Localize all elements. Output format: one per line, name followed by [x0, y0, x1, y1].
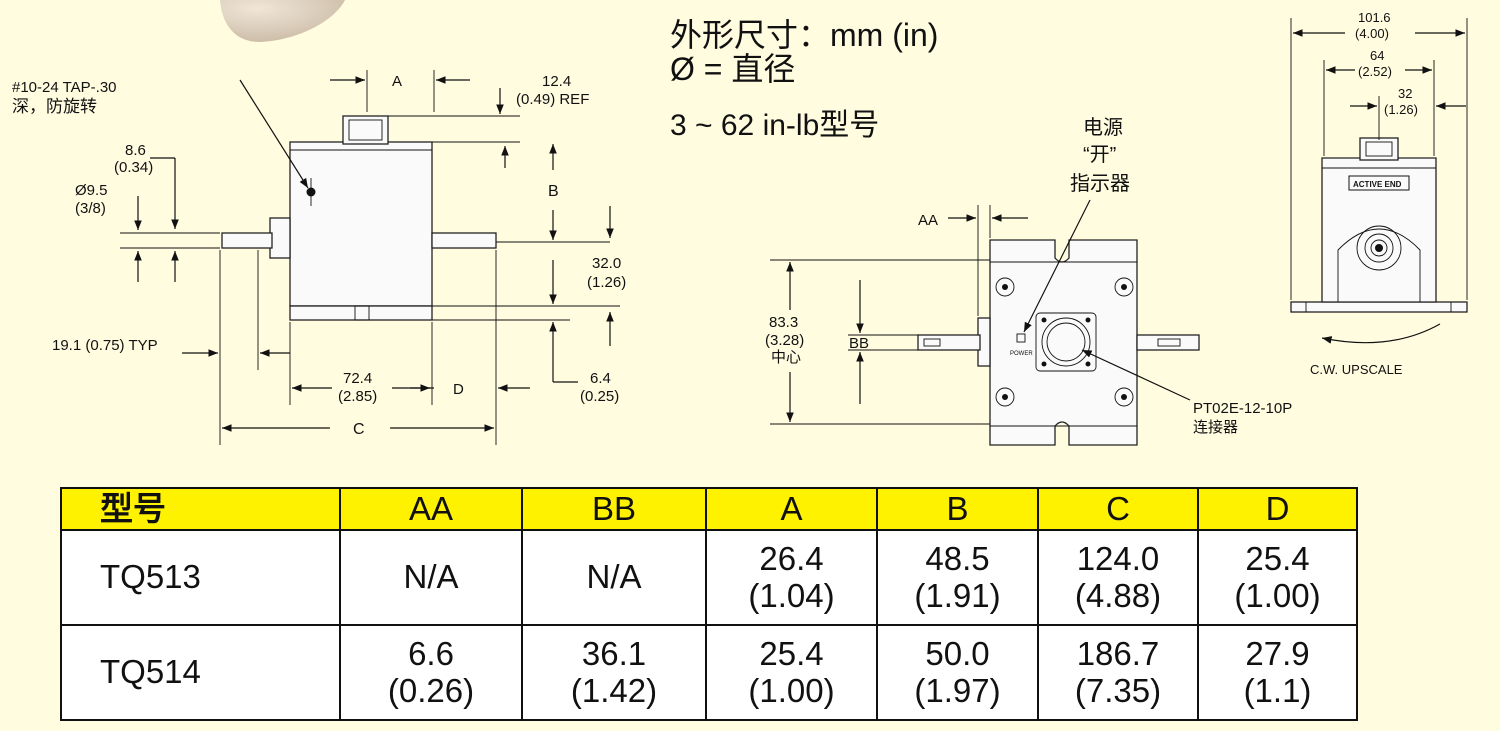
indicator-label: 电源 [1083, 116, 1123, 139]
indicator-label-type: 指示器 [1070, 172, 1130, 195]
active-end-label: ACTIVE END [1353, 180, 1402, 189]
table-cell: 48.5(1.91) [876, 529, 1039, 626]
model-cell: TQ513 [60, 529, 341, 626]
dim-86: 8.6 [125, 142, 146, 159]
indicator-label-on: “开” [1083, 144, 1116, 166]
dim-724-in: (2.85) [338, 388, 377, 405]
dim-724: 72.4 [343, 370, 372, 387]
dimension-table: 型号 AA BB A B C D TQ513 N/A N/A 26.4(1.04… [60, 487, 1358, 721]
dim-1016: 101.6 [1358, 10, 1391, 25]
tap-note: #10-24 TAP-.30 [12, 79, 117, 96]
dim-32b: 32 [1398, 86, 1412, 101]
decorative-blob [220, 0, 345, 42]
power-led-icon [1016, 333, 1026, 343]
dim-64-in: (0.25) [580, 388, 619, 405]
dim-32-in: (1.26) [587, 274, 626, 291]
connector-icon [1035, 312, 1097, 372]
table-cell: N/A [339, 529, 523, 626]
side-view: #10-24 TAP-.30 深，防旋转 A 12.4 (0.49) REF 8… [12, 70, 626, 445]
diameter-heading: Ø = 直径 [670, 51, 795, 87]
connector-model: PT02E-12-10P [1193, 400, 1292, 417]
dim-833: 83.3 [769, 314, 798, 331]
dim-aa-label: AA [918, 212, 938, 229]
table-cell: 36.1(1.42) [521, 624, 707, 721]
table-cell: 186.7(7.35) [1037, 624, 1199, 721]
header-b: B [876, 487, 1039, 531]
table-cell: 27.9(1.1) [1197, 624, 1358, 721]
dim-diameter: Ø9.5 [75, 182, 108, 199]
power-label: POWER [1010, 351, 1033, 357]
units-heading: 外形尺寸：mm (in) [670, 17, 938, 53]
model-range-heading: 3 ~ 62 in-lb型号 [670, 109, 879, 142]
table-cell: 26.4(1.04) [705, 529, 878, 626]
tap-note-cn: 深，防旋转 [12, 97, 97, 116]
table-cell: 124.0(4.88) [1037, 529, 1199, 626]
dim-typ: 19.1 (0.75) TYP [52, 337, 158, 354]
dim-64b-in: (2.52) [1358, 64, 1392, 79]
dim-ref-in: (0.49) REF [516, 91, 589, 108]
table-cell: N/A [521, 529, 707, 626]
dim-64b: 64 [1370, 48, 1384, 63]
dim-64: 6.4 [590, 370, 611, 387]
connector-label: 连接器 [1193, 419, 1238, 436]
table-cell: 25.4(1.00) [705, 624, 878, 721]
header-d: D [1197, 487, 1358, 531]
dim-d-label: D [453, 381, 464, 398]
rotation-label: C.W. UPSCALE [1310, 362, 1403, 377]
table-cell: 50.0(1.97) [876, 624, 1039, 721]
dim-32b-in: (1.26) [1384, 102, 1418, 117]
table-cell: 6.6(0.26) [339, 624, 523, 721]
table-row: TQ514 6.6(0.26) 36.1(1.42) 25.4(1.00) 50… [60, 624, 1358, 721]
dim-bb-label: BB [849, 335, 869, 352]
dim-c-label: C [353, 421, 365, 438]
header-aa: AA [339, 487, 523, 531]
dim-86-in: (0.34) [114, 159, 153, 176]
shaft-end-icon [1356, 225, 1402, 271]
header-a: A [705, 487, 878, 531]
dim-b-label: B [548, 183, 559, 200]
dim-32: 32.0 [592, 255, 621, 272]
dim-ref: 12.4 [542, 73, 571, 90]
model-cell: TQ514 [60, 624, 341, 721]
dim-833-center: 中心 [771, 349, 801, 366]
table-header-row: 型号 AA BB A B C D [60, 487, 1358, 531]
dim-a-label: A [392, 73, 402, 90]
top-view: POWER 电源 “开” 指示器 AA 83.3 (3.28) 中心 BB PT… [765, 116, 1292, 446]
end-view: ACTIVE END 101.6 (4.00) 64 (2.52) 32 (1.… [1290, 10, 1468, 377]
mount-hole-icon [995, 277, 1134, 407]
header-bb: BB [521, 487, 707, 531]
header-model: 型号 [60, 487, 341, 531]
dim-833-in: (3.28) [765, 332, 804, 349]
dim-diameter-in: (3/8) [75, 200, 106, 217]
table-cell: 25.4(1.00) [1197, 529, 1358, 626]
table-row: TQ513 N/A N/A 26.4(1.04) 48.5(1.91) 124.… [60, 529, 1358, 626]
header-c: C [1037, 487, 1199, 531]
dim-1016-in: (4.00) [1355, 26, 1389, 41]
